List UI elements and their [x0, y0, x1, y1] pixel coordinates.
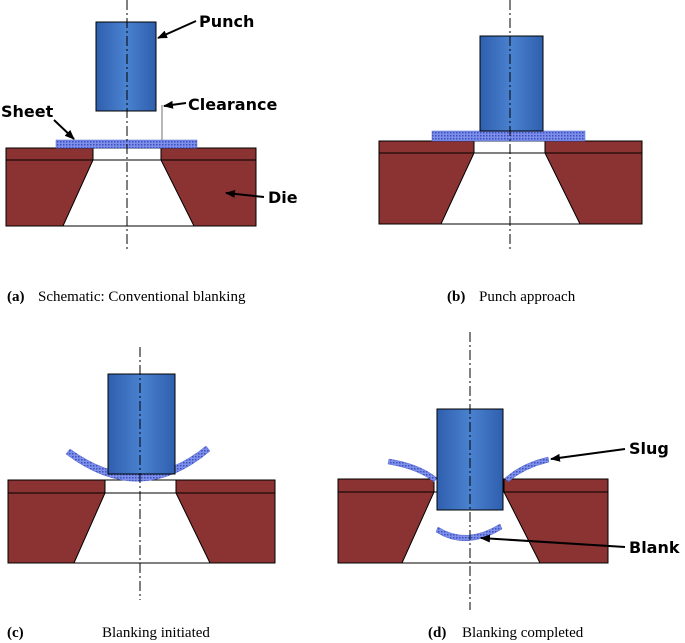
slug-arrow [550, 448, 626, 462]
panel-b-caption: Punch approach [479, 289, 576, 305]
panel-b: (b) Punch approach [378, 0, 643, 305]
punch-a [95, 21, 157, 112]
slug-left [387, 458, 438, 483]
sheet-arrow [53, 119, 75, 140]
panel-d: Slug Blank (d) Blanking completed [337, 332, 680, 641]
clearance-label: Clearance [188, 95, 277, 114]
panel-c: (c) Blanking initiated [7, 347, 276, 641]
die-arrow [225, 189, 265, 198]
panel-d-caption: Blanking completed [462, 625, 584, 641]
die-label: Die [268, 188, 298, 207]
slug-label: Slug [629, 439, 669, 458]
clearance-arrow [163, 100, 187, 109]
panel-a-caption: Schematic: Conventional blanking [38, 289, 246, 305]
sheet-label: Sheet [1, 102, 54, 121]
sheet-b [431, 130, 586, 142]
slug-right [504, 456, 550, 483]
punch-b [479, 35, 544, 132]
panel-c-tag: (c) [7, 625, 24, 641]
punch-c [107, 373, 176, 475]
die-a [5, 147, 257, 227]
blank-arrow [480, 534, 626, 548]
blank-label: Blank [629, 538, 680, 557]
panel-c-caption: Blanking initiated [102, 625, 210, 641]
punch-label: Punch [199, 12, 254, 31]
panel-a-tag: (a) [7, 289, 25, 305]
panel-d-tag: (d) [428, 625, 446, 641]
panel-b-tag: (b) [447, 289, 465, 305]
punch-arrow [157, 20, 197, 39]
die-c [7, 479, 276, 564]
panel-a: Punch Clearance Sheet Die (a) Schematic:… [1, 0, 298, 305]
